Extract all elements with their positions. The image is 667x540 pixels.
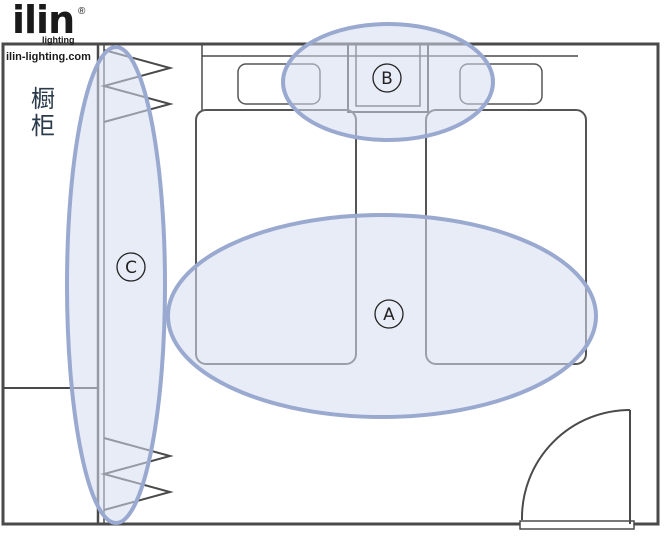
logo-word: ilin <box>12 0 75 42</box>
zone-b-label: B <box>381 69 393 89</box>
door-frame <box>519 520 635 530</box>
zone-a-label: A <box>383 305 395 325</box>
door-swing-arc <box>520 409 631 521</box>
cabinet-label-line1: 橱 <box>31 85 55 113</box>
cabinet-label-line2: 柜 <box>31 112 55 140</box>
zone-a-ellipse <box>166 213 598 419</box>
zone-a-marker <box>374 299 404 329</box>
logo-url: ilin-lighting.com <box>6 51 91 63</box>
cabinet-label: 橱 柜 <box>28 86 58 140</box>
zone-b-ellipse <box>281 22 495 142</box>
zone-c-marker <box>116 252 146 282</box>
registered-mark: ® <box>78 6 86 17</box>
zone-c-label: C <box>125 258 137 278</box>
brand-logo: ilin ® lighting ilin-lighting.com <box>6 0 101 64</box>
logo-subtitle: lighting <box>42 35 75 45</box>
zone-c-ellipse <box>65 45 167 525</box>
zone-b-marker <box>372 63 402 93</box>
